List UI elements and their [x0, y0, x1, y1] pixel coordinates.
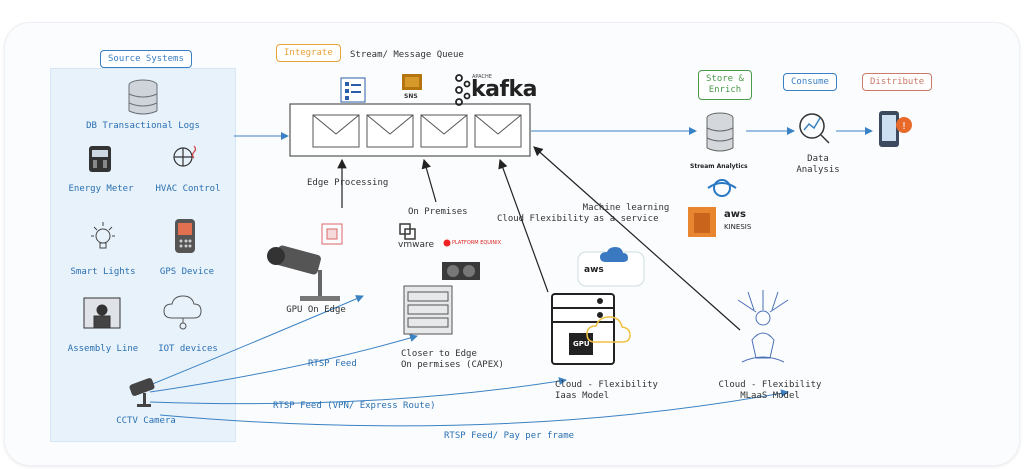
equinix-logo-icon	[443, 239, 451, 247]
vmware-label: vmware	[398, 240, 435, 250]
source-systems-tag: Source Systems	[100, 50, 192, 68]
smart-light-icon	[91, 222, 115, 249]
arrow-ml-to-queue	[533, 146, 741, 331]
smart-lights-label: Smart Lights	[70, 267, 136, 277]
gpu-edge-camera-icon	[267, 245, 340, 301]
gpu-card-icon	[442, 262, 480, 280]
distribute-tag: Distribute	[862, 73, 933, 91]
iot-cloud-icon	[163, 295, 202, 330]
stream-queue-title: Stream/ Message Queue	[350, 50, 464, 60]
kinesis-label: KINESIS	[724, 223, 752, 231]
aws-cloud-label: aws	[584, 265, 604, 275]
edge-chip-icon	[321, 223, 343, 245]
cctv-camera-icon	[129, 378, 155, 407]
sns-label: SNS	[404, 93, 418, 100]
aws-cloud-icon	[577, 247, 645, 287]
mlaas-label: Cloud - Flexibility MLaaS Model	[718, 380, 822, 401]
arrow-onprem-to-queue	[421, 158, 437, 203]
integrate-tag: Integrate	[276, 44, 341, 62]
arrow-cctv-to-edge	[149, 295, 364, 386]
kafka-logo-icon	[455, 74, 471, 106]
gps-device-icon	[175, 219, 195, 253]
cloud-outline-icon	[586, 316, 631, 343]
gpu-chip-label: GPU	[573, 340, 590, 348]
arrow-cctv-to-cloud	[149, 377, 567, 405]
energy-meter-icon	[89, 146, 111, 172]
mlaas-figure-icon	[737, 290, 789, 363]
edge-processing-label: Edge Processing	[307, 178, 389, 188]
rtsp-vpn-label: RTSP Feed (VPN/ Express Route)	[273, 401, 436, 411]
consume-tag: Consume	[783, 73, 837, 91]
kafka-prefix: APACHE	[472, 74, 492, 80]
closer-to-edge-label: Closer to Edge On permises (CAPEX)	[401, 349, 504, 370]
distribute-phone-icon: !	[879, 111, 912, 147]
store-enrich-tag: Store & Enrich	[698, 70, 752, 100]
on-prem-server-icon	[403, 285, 453, 335]
stream-analytics-label: Stream Analytics	[690, 163, 748, 170]
gps-label: GPS Device	[159, 267, 215, 277]
cloud-gpu-server-icon	[551, 293, 615, 365]
vmware-logo-icon	[399, 223, 416, 240]
ml-service-label: Machine learning as a service	[582, 203, 670, 224]
data-analysis-icon	[799, 113, 830, 144]
assembly-line-label: Assembly Line	[67, 344, 139, 354]
rtsp-feed-label: RTSP Feed	[308, 359, 357, 369]
equinix-label: PLATFORM EQUINIX	[452, 240, 502, 246]
svg-text:!: !	[902, 121, 906, 132]
assembly-line-icon	[83, 297, 121, 329]
stream-analytics-icon	[707, 179, 737, 197]
arrow-cctv-to-onprem	[149, 334, 418, 393]
kinesis-aws-label: aws	[724, 209, 746, 220]
database-icon	[128, 79, 158, 115]
iaas-label: Cloud - Flexibility Iaas Model	[555, 380, 658, 401]
arrow-cctv-to-ml	[159, 389, 789, 427]
kafka-label: kafka	[471, 77, 538, 102]
hvac-label: HVAC Control	[155, 184, 221, 194]
rtsp-pay-label: RTSP Feed/ Pay per frame	[444, 431, 575, 441]
message-envelopes	[312, 114, 522, 148]
source-systems-panel	[50, 68, 236, 442]
kinesis-icon	[688, 207, 716, 237]
gpu-on-edge-label: GPU On Edge	[286, 305, 346, 315]
arrow-cloud-to-queue	[498, 158, 549, 293]
store-database-icon	[706, 112, 734, 152]
on-premises-label: On Premises	[408, 207, 468, 217]
event-hub-icon	[340, 77, 366, 103]
sns-icon	[402, 74, 422, 90]
cloud-flexibility-label: Cloud Flexibility	[497, 214, 590, 224]
iot-label: IOT devices	[158, 344, 218, 354]
data-analysis-label: Data Analysis	[796, 154, 840, 175]
cctv-label: CCTV Camera	[116, 416, 176, 426]
energy-meter-label: Energy Meter	[68, 184, 134, 194]
db-logs-label: DB Transactional Logs	[86, 121, 200, 131]
hvac-icon	[173, 145, 197, 167]
